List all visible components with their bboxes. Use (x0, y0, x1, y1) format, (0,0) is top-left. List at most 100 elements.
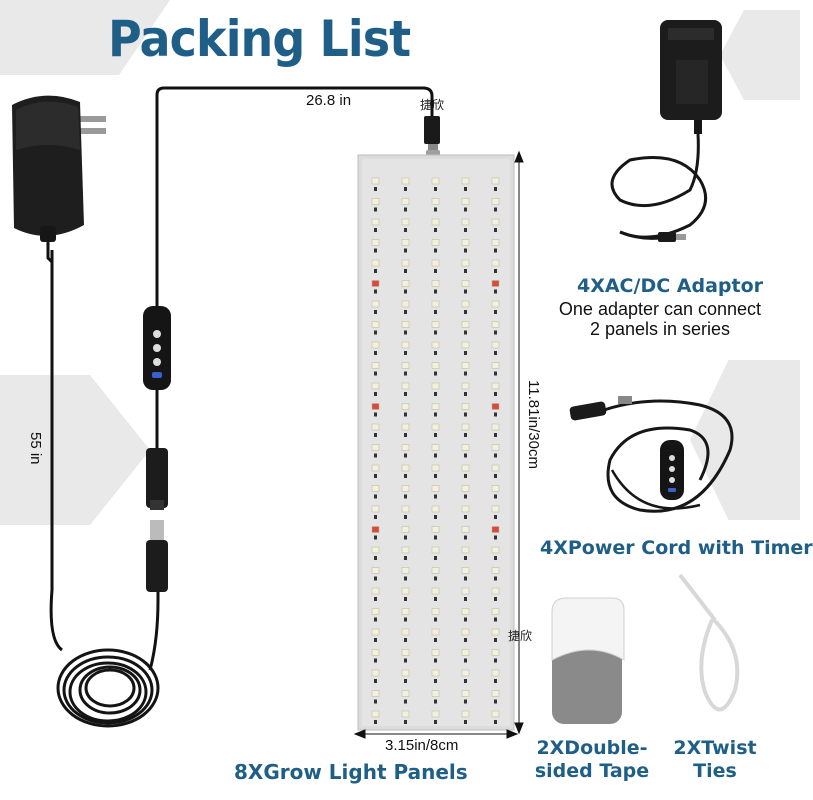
led-chip (461, 300, 470, 308)
led-chip (461, 403, 470, 410)
led-chip (371, 403, 380, 410)
resistor (464, 535, 467, 540)
led-chip (371, 321, 380, 328)
resistor (374, 187, 377, 191)
resistor (374, 248, 377, 253)
led-chip (491, 259, 500, 267)
led-chip (491, 321, 500, 328)
led-chip (461, 546, 470, 554)
led-chip (491, 690, 500, 697)
led-chip (371, 485, 380, 492)
resistor (374, 433, 377, 437)
resistor (434, 535, 437, 540)
resistor (404, 433, 407, 437)
led-chip (401, 505, 410, 513)
led-chip (371, 690, 380, 697)
led-chip (401, 198, 410, 205)
led-chip (461, 526, 470, 533)
led-chip (461, 362, 470, 369)
led-chip (431, 710, 440, 718)
led-chip (461, 628, 470, 636)
led-chip (401, 341, 410, 349)
led-chip (461, 259, 470, 267)
led-chip (401, 444, 410, 451)
resistor (404, 617, 407, 622)
resistor (434, 269, 437, 273)
led-chip (461, 177, 470, 185)
led-chip (371, 218, 380, 226)
led-chip (401, 259, 410, 267)
resistor (494, 658, 497, 663)
led-chip (431, 649, 440, 656)
resistor (404, 576, 407, 581)
led-chip (461, 321, 470, 328)
wall-plug-adapter (12, 95, 106, 242)
led-chip (401, 710, 410, 718)
led-chip (431, 280, 440, 287)
led-chip (431, 485, 440, 492)
led-chip (431, 362, 440, 369)
led-chip (401, 608, 410, 615)
led-chip (461, 239, 470, 246)
resistor (464, 330, 467, 335)
resistor (404, 515, 407, 519)
led-chip (461, 690, 470, 697)
led-chip (401, 403, 410, 410)
led-chip (401, 649, 410, 656)
resistor (494, 433, 497, 437)
led-chip (401, 321, 410, 328)
led-chip (491, 300, 500, 308)
led-chip (431, 690, 440, 697)
led-chip (491, 177, 500, 185)
led-chip (461, 669, 470, 677)
resistor (374, 412, 377, 417)
led-chip (461, 649, 470, 656)
led-chip (371, 341, 380, 349)
resistor (404, 310, 407, 314)
resistor (464, 658, 467, 663)
led-chip (491, 341, 500, 349)
led-chip (371, 259, 380, 267)
led-chip (461, 198, 470, 205)
resistor (464, 351, 467, 355)
led-chip (371, 526, 380, 533)
led-chip (371, 546, 380, 554)
resistor (404, 474, 407, 478)
resistor (374, 515, 377, 519)
resistor (494, 576, 497, 581)
resistor (374, 289, 377, 294)
cable-length-short: 26.8 in (306, 92, 352, 109)
resistor (464, 638, 467, 642)
led-chip (431, 321, 440, 328)
resistor (464, 269, 467, 273)
resistor (404, 494, 407, 499)
resistor (464, 699, 467, 704)
panel-height-dimension (514, 150, 524, 735)
led-chip (491, 546, 500, 554)
led-chip (431, 464, 440, 472)
cable-coil (56, 648, 160, 728)
resistor (404, 392, 407, 396)
resistor (464, 392, 467, 396)
resistor (464, 412, 467, 417)
led-chip (461, 423, 470, 431)
led-chip (491, 362, 500, 369)
resistor (494, 207, 497, 212)
led-chip (401, 669, 410, 677)
led-chip (491, 505, 500, 513)
led-chip (371, 649, 380, 656)
dc-socket-female (146, 448, 168, 510)
resistor (494, 330, 497, 335)
led-chip (371, 505, 380, 513)
page-title: Packing List (108, 10, 411, 68)
led-chip (401, 382, 410, 390)
resistor (434, 433, 437, 437)
resistor (434, 576, 437, 581)
resistor (434, 720, 437, 724)
resistor (404, 207, 407, 212)
resistor (464, 679, 467, 683)
led-chip (371, 444, 380, 451)
resistor (494, 494, 497, 499)
